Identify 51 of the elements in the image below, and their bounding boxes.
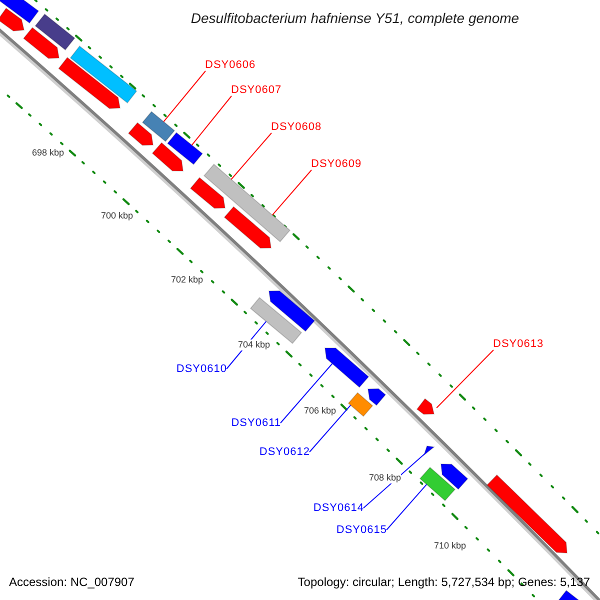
leader-line (309, 404, 352, 452)
accession-text: Accession: NC_007907 (9, 575, 134, 589)
gene-block (268, 290, 316, 332)
leader-line (191, 96, 232, 146)
gene-block (486, 474, 568, 554)
gene-label: DSY0606 (205, 59, 256, 72)
position-label: 708 kbp (368, 472, 402, 484)
leader-line (163, 70, 206, 122)
position-label: 710 kbp (434, 540, 466, 552)
gene-block (224, 206, 272, 249)
gene-block (0, 8, 25, 32)
position-label: 704 kbp (238, 340, 270, 350)
leader-line (363, 452, 428, 508)
diagram-title: Desulfitobacterium hafniense Y51, complete genome (190, 10, 520, 26)
position-label: 700 kbp (100, 210, 134, 222)
gene-block (58, 56, 121, 109)
gene-bar (142, 110, 176, 142)
position-label: 702 kbp (170, 274, 204, 286)
gene-label: DSY0612 (259, 446, 310, 459)
gene-triangle (423, 445, 436, 456)
gene-bar (70, 45, 138, 104)
gene-label: DSY0608 (271, 121, 322, 134)
gene-label: DSY0614 (313, 502, 364, 515)
gene-block (128, 122, 154, 146)
gene-label: DSY0615 (336, 524, 387, 537)
leader-line (272, 170, 312, 216)
gene-bar (0, 0, 40, 24)
gene-label: DSY0613 (493, 338, 544, 351)
leader-line (280, 363, 333, 424)
gene-block (22, 26, 60, 59)
gene-label: DSY0610 (176, 363, 227, 376)
gene-block (152, 142, 184, 172)
gene-label: DSY0609 (311, 158, 362, 171)
gene-box (348, 392, 374, 417)
genome-stats-text: Topology: circular; Length: 5,727,534 bp; Genes: 5,137 (298, 575, 590, 589)
gene-bar (166, 132, 204, 166)
gene-bar (203, 164, 291, 242)
gene-label: DSY0611 (231, 417, 281, 430)
gene-bar (419, 466, 456, 502)
gene-bar (34, 13, 76, 51)
leader-line (230, 132, 272, 180)
position-label: 698 kbp (32, 148, 64, 158)
position-label: 706 kbp (304, 406, 336, 416)
gene-block (367, 388, 386, 406)
gene-block (440, 463, 468, 490)
gene-block (190, 176, 226, 209)
gene-block (324, 348, 370, 388)
leader-line (386, 484, 428, 530)
gene-block (416, 398, 435, 415)
gene-label: DSY0607 (231, 84, 282, 97)
leader-line (436, 350, 494, 408)
